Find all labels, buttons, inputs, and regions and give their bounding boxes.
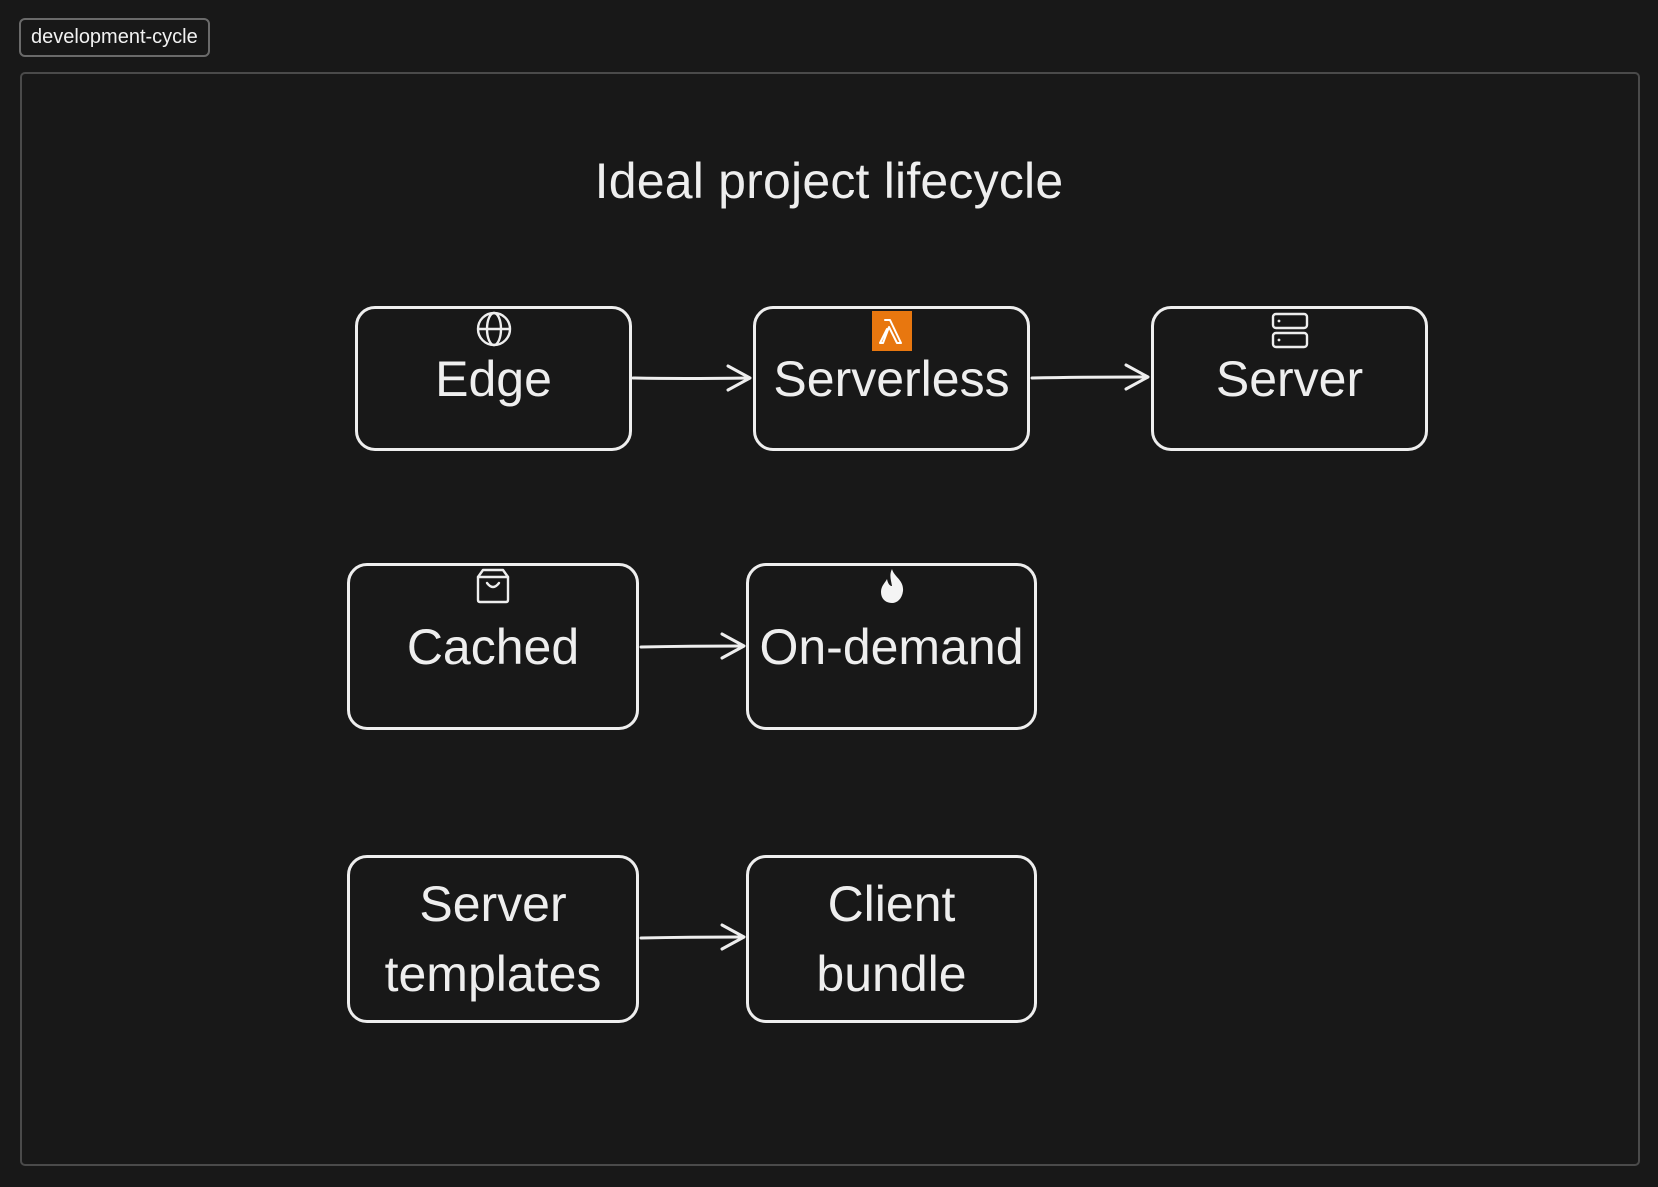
node-serverless[interactable]: Serverless bbox=[753, 306, 1030, 451]
node-serverless-label: Serverless bbox=[773, 350, 1010, 407]
diagram-title: Ideal project lifecycle bbox=[594, 153, 1064, 209]
lambda-icon bbox=[871, 311, 912, 351]
node-client-bundle-label-line2: bundle bbox=[816, 946, 967, 1002]
node-cached-label: Cached bbox=[406, 618, 580, 675]
node-server[interactable]: Server bbox=[1151, 306, 1428, 451]
node-server-label: Server bbox=[1215, 350, 1364, 407]
shopping-bag-icon bbox=[476, 568, 510, 604]
node-server-templates-label-line1: Server bbox=[419, 876, 567, 932]
node-on-demand-label: On-demand bbox=[759, 618, 1024, 675]
server-icon bbox=[1271, 312, 1308, 349]
node-server-templates[interactable]: Server templates bbox=[347, 855, 639, 1023]
diagram-frame bbox=[20, 72, 1640, 1166]
frame-tag-label: development-cycle bbox=[31, 26, 198, 48]
globe-icon bbox=[476, 311, 511, 347]
node-on-demand[interactable]: On-demand bbox=[746, 563, 1037, 730]
node-client-bundle-label-line1: Client bbox=[827, 876, 956, 932]
node-client-bundle[interactable]: Client bundle bbox=[746, 855, 1037, 1023]
frame-tag[interactable]: development-cycle bbox=[19, 18, 210, 57]
flame-icon bbox=[880, 569, 903, 603]
node-edge-label: Edge bbox=[435, 350, 552, 407]
node-edge[interactable]: Edge bbox=[355, 306, 632, 451]
node-server-templates-label-line2: templates bbox=[384, 946, 602, 1002]
node-cached[interactable]: Cached bbox=[347, 563, 639, 730]
